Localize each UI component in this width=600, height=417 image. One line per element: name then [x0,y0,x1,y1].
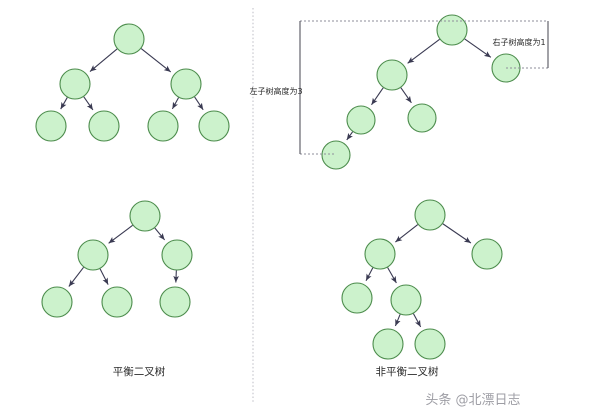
panel-height-annotated-tree [321,14,521,170]
tree-node [372,328,404,360]
panel-complete-binary-tree [35,23,230,142]
tree-caption: 平衡二叉树 [113,365,166,378]
annotation-label-right-subtree-height: 右子树高度为1 [492,37,545,47]
tree-node [101,286,133,318]
tree-edge [68,266,85,287]
tree-node [436,14,468,46]
tree-node [170,68,202,100]
tree-node [129,200,161,232]
tree-edge [365,267,374,281]
tree-edge [464,38,492,58]
tree-node [364,238,396,270]
tree-node [414,328,446,360]
tree-edge [387,267,397,284]
tree-edge [412,313,422,328]
tree-node [77,239,109,271]
tree-node [35,110,67,142]
tree-node [113,23,145,55]
tree-edge [89,48,118,72]
tree-node [321,140,351,170]
height-annotations: 左子树高度为3 右子树高度为1 [249,20,549,155]
tree-edge [371,87,384,106]
panel-unbalanced-binary-tree: 非平衡二叉树 [341,199,503,378]
tree-edge [173,270,179,283]
tree-node [390,284,422,316]
tree-caption: 非平衡二叉树 [376,365,439,378]
tree-edge [394,314,401,327]
tree-edge [83,96,94,111]
tree-edge [194,96,204,111]
tree-edge [346,131,354,141]
tree-edge [442,223,472,244]
tree-edge [171,97,180,110]
tree-node [341,282,373,314]
tree-edge [140,48,172,73]
tree-edge [154,227,166,241]
tree-edge [400,87,412,104]
tree-node [414,199,446,231]
tree-node [147,110,179,142]
annotation-label-left-subtree-height: 左子树高度为3 [249,86,302,96]
tree-edge [108,224,133,244]
tree-node [88,110,120,142]
tree-node [471,238,503,270]
tree-node [198,110,230,142]
panel-balanced-binary-tree: 平衡二叉树 [41,200,193,378]
watermark-label: 头条 @北漂日志 [425,392,520,408]
tree-node [407,103,437,133]
tree-node [161,239,193,271]
tree-node [346,105,376,135]
tree-edge [60,97,68,110]
tree-node [41,286,73,318]
tree-edge [99,268,109,285]
tree-edge [395,224,419,243]
tree-edge [407,38,440,64]
tree-node [59,68,91,100]
tree-node [159,286,191,318]
tree-node [376,59,408,91]
